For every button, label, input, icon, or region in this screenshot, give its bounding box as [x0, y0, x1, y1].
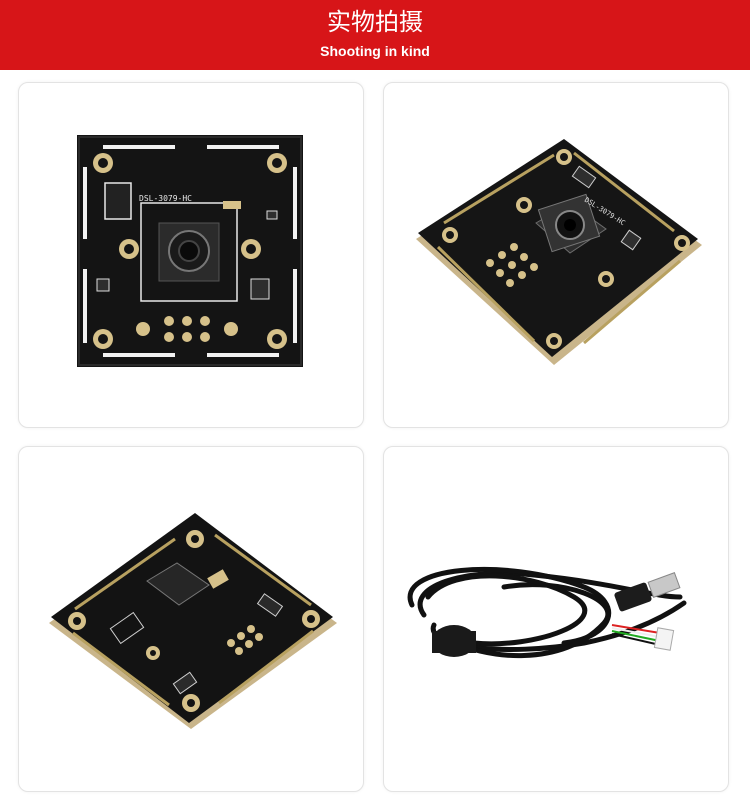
- photo-card-board-front: DSL-3079-HC: [18, 82, 364, 428]
- board-front-photo: DSL-3079-HC: [77, 135, 303, 367]
- photo-card-usb-cable: [383, 446, 729, 792]
- header-subtitle: Shooting in kind: [320, 43, 430, 59]
- board-angled-photo: DSL-3079-HC: [416, 139, 702, 365]
- header-title: 实物拍摄: [327, 8, 423, 36]
- usb-cable-photo: [407, 566, 687, 658]
- photo-card-board-back: [18, 446, 364, 792]
- photo-card-board-angled: DSL-3079-HC: [383, 82, 729, 428]
- header-banner: 实物拍摄 Shooting in kind: [0, 0, 750, 70]
- board-back-photo: [49, 513, 337, 729]
- board-front-silkscreen: DSL-3079-HC: [139, 194, 192, 203]
